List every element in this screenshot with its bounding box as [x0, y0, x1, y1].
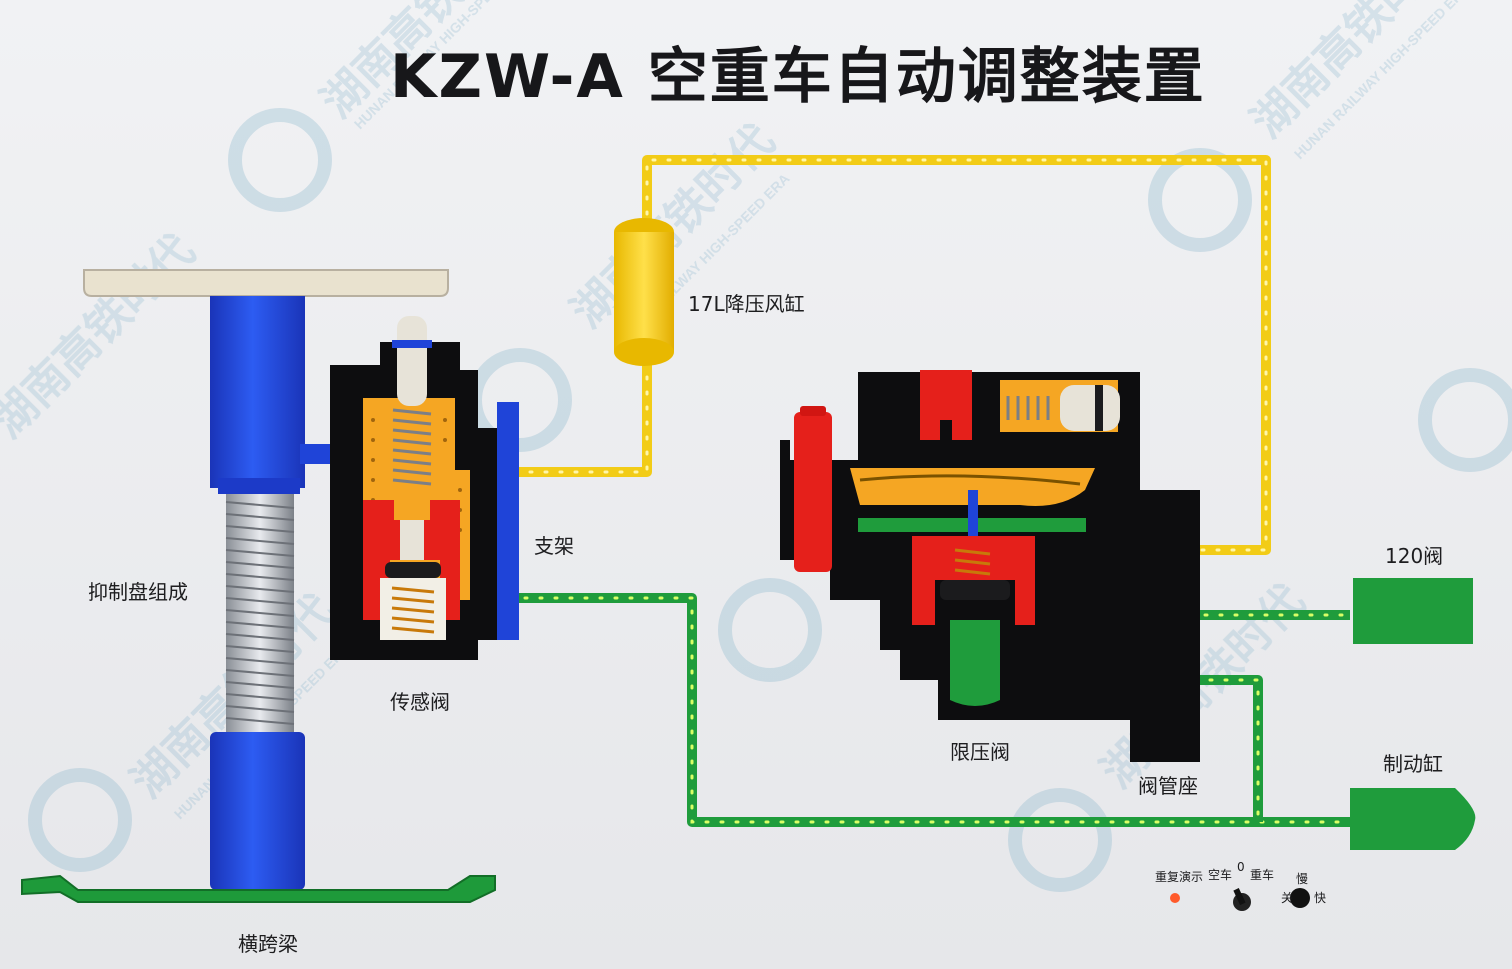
repeat-demo-indicator[interactable] — [1170, 893, 1180, 903]
limit-valve-label: 限压阀 — [950, 740, 1010, 764]
upper-cylinder — [210, 296, 305, 488]
reservoir-17l — [614, 218, 674, 366]
reservoir-label: 17L降压风缸 — [688, 292, 805, 316]
pipe-seat-label: 阀管座 — [1138, 774, 1198, 798]
valve-120 — [1353, 578, 1473, 644]
valve-120-label: 120阀 — [1385, 544, 1444, 568]
off-label: 关 — [1281, 891, 1294, 905]
slow-label: 慢 — [1296, 872, 1309, 886]
lower-spring — [391, 586, 435, 634]
lower-cylinder — [210, 732, 305, 890]
loaded-car-label: 重车 — [1250, 868, 1275, 882]
brake-cylinder — [1350, 788, 1476, 850]
empty-car-label: 空车 — [1208, 868, 1233, 882]
plunger-rod — [397, 316, 427, 406]
restrain-disc-label: 抑制盘组成 — [88, 580, 188, 604]
limit-valve — [780, 370, 1200, 762]
fast-label: 快 — [1314, 891, 1327, 905]
top-plate — [83, 269, 449, 297]
limit-spring — [954, 548, 991, 576]
upper-spring — [392, 408, 432, 486]
brake-cylinder-label: 制动缸 — [1383, 752, 1443, 776]
red-clamp — [920, 370, 972, 440]
sleeve — [218, 478, 300, 494]
crossbeam-label: 横跨梁 — [238, 932, 298, 956]
zero-label: 0 — [1237, 860, 1245, 874]
restrain-disc-assembly — [21, 269, 496, 903]
repeat-demo-label: 重复演示 — [1155, 870, 1204, 884]
bracket — [497, 402, 519, 640]
sensor-valve — [330, 316, 519, 660]
page-title: KZW-A 空重车自动调整装置 — [390, 42, 1206, 112]
crossbeam — [21, 874, 496, 903]
pipe-seat — [1130, 490, 1200, 762]
bracket-label: 支架 — [534, 534, 574, 558]
control-panel — [1170, 888, 1310, 911]
coil-spring — [225, 501, 295, 725]
speed-knob[interactable] — [1290, 888, 1310, 908]
sensor-valve-label: 传感阀 — [390, 690, 450, 714]
red-piston — [794, 406, 832, 572]
